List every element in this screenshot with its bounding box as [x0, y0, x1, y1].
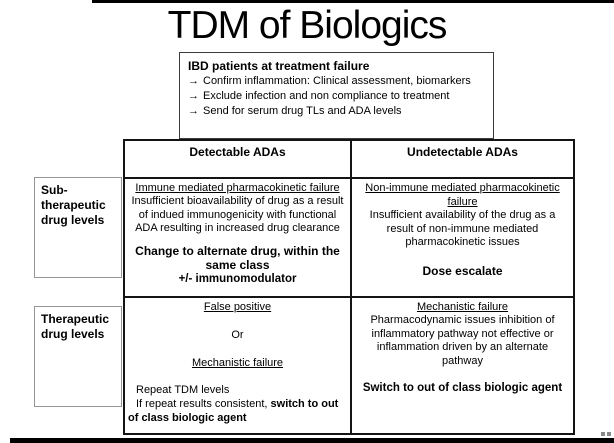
slide-title: TDM of Biologics	[167, 4, 448, 47]
cell-subtherapeutic-undetectable: Non-immune mediated pharmacokinetic fail…	[350, 177, 573, 296]
step-text: If repeat results consistent,	[136, 398, 271, 410]
cell-heading-false-positive: False positive	[203, 301, 272, 313]
cell-subtherapeutic-detectable: Immune mediated pharmacokinetic failure …	[125, 177, 350, 296]
ibd-treatment-failure-box: IBD patients at treatment failure → Conf…	[179, 52, 494, 139]
cell-connector-or: Or	[231, 329, 244, 341]
step-text-bold: switch to out of class biologic agent	[128, 398, 339, 424]
intro-heading: IBD patients at treatment failure	[188, 59, 370, 73]
cell-heading-mechanistic-failure: Mechanistic failure	[191, 357, 284, 369]
cell-action-secondary: +/- immunomodulator	[178, 272, 297, 285]
arrow-right-icon: →	[188, 105, 199, 117]
intro-item: → Confirm inflammation: Clinical assessm…	[188, 74, 485, 89]
row-label-therapeutic: Therapeutic drug levels	[34, 306, 122, 407]
cell-action: Change to alternate drug, within the sam…	[135, 243, 340, 273]
intro-item-text: Send for serum drug TLs and ADA levels	[203, 105, 402, 117]
bottom-border-bar	[10, 438, 614, 443]
cell-heading: Non-immune mediated pharmacokinetic fail…	[365, 182, 560, 208]
row-label-sub-therapeutic: Sub-therapeutic drug levels	[34, 177, 122, 278]
intro-item: → Exclude infection and non compliance t…	[188, 89, 485, 104]
cell-therapeutic-detectable: False positive Or Mechanistic failure Re…	[125, 296, 350, 433]
decision-table: Detectable ADAs Undetectable ADAs Immune…	[123, 139, 575, 435]
cell-heading: Mechanistic failure	[416, 301, 509, 313]
arrow-right-icon: →	[188, 75, 199, 87]
cell-body: Insufficient availability of the drug as…	[369, 209, 556, 248]
intro-item-text: Confirm inflammation: Clinical assessmen…	[203, 75, 471, 87]
cell-body: Pharmacodynamic issues inhibition of inf…	[370, 314, 555, 367]
cell-action: Dose escalate	[422, 263, 503, 278]
column-header-detectable-adas: Detectable ADAs	[189, 145, 286, 159]
column-header-undetectable-adas: Undetectable ADAs	[350, 141, 573, 177]
cell-step-if-repeat: If repeat results consistent, switch to …	[128, 397, 347, 425]
cell-step-repeat-tdm: Repeat TDM levels	[136, 384, 230, 396]
cell-action: Switch to out of class biologic agent	[362, 382, 563, 394]
top-border-bar	[92, 0, 614, 3]
cell-therapeutic-undetectable: Mechanistic failure Pharmacodynamic issu…	[350, 296, 573, 433]
cell-body: Insufficient bioavailability of drug as …	[131, 195, 344, 234]
cell-heading: Immune mediated pharmacokinetic failure	[135, 182, 340, 194]
page-number-artifact	[601, 431, 612, 436]
arrow-right-icon: →	[188, 90, 199, 102]
intro-item-text: Exclude infection and non compliance to …	[203, 90, 450, 102]
intro-item: → Send for serum drug TLs and ADA levels	[188, 104, 485, 119]
